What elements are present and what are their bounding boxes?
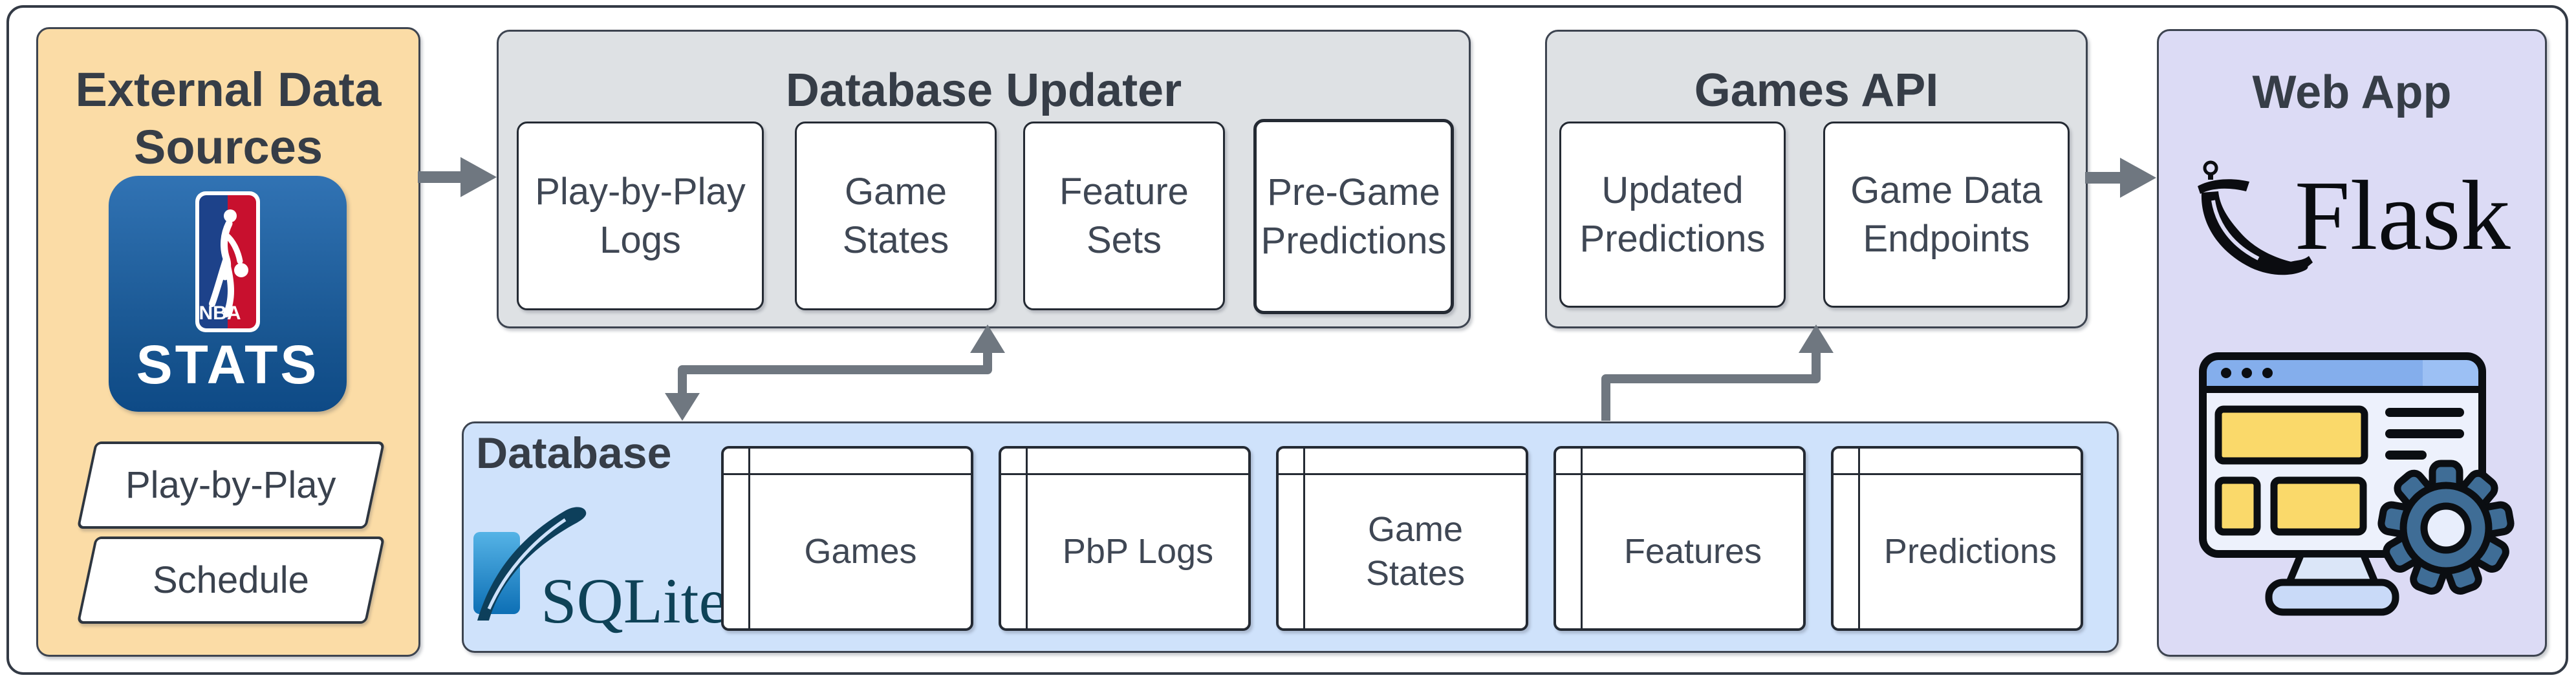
table-header-line xyxy=(1834,473,2081,475)
external-title: External Data Sources xyxy=(75,63,382,174)
web-monitor-icon xyxy=(2199,352,2515,616)
gear-icon xyxy=(2377,460,2515,595)
nba-emblem-icon: NBA xyxy=(195,191,260,332)
table-games: Games xyxy=(721,446,973,631)
table-column-line xyxy=(1858,449,1860,628)
node-updated-predictions: Updated Predictions xyxy=(1559,122,1786,308)
table-label: Predictions xyxy=(1883,531,2057,571)
games-api-title: Games API xyxy=(1694,65,1939,116)
nba-stats-logo: NBA STATS xyxy=(109,176,347,412)
flask-horn-icon xyxy=(2198,160,2313,275)
database-updater-title: Database Updater xyxy=(785,65,1182,116)
table-column-line xyxy=(748,449,750,628)
table-column-line xyxy=(1026,449,1028,628)
source-play-by-play: Play-by-Play xyxy=(76,441,385,529)
sqlite-feather-icon xyxy=(477,507,587,621)
database-title: Database xyxy=(476,429,672,478)
table-column-line xyxy=(1303,449,1305,628)
node-game-states: Game States xyxy=(795,122,997,310)
node-feature-sets: Feature Sets xyxy=(1023,122,1225,310)
flask-label: Flask xyxy=(2295,161,2511,271)
table-features: Features xyxy=(1553,446,1806,631)
table-label: Game States xyxy=(1365,510,1466,593)
table-label: PbP Logs xyxy=(1062,531,1214,571)
table-pbp-logs: PbP Logs xyxy=(999,446,1251,631)
web-app-title: Web App xyxy=(2252,67,2452,118)
table-header-line xyxy=(1001,473,1248,475)
table-label: Features xyxy=(1623,531,1762,571)
source-label: Play-by-Play xyxy=(125,464,336,506)
source-label: Schedule xyxy=(153,559,309,601)
table-predictions: Predictions xyxy=(1831,446,2083,631)
node-game-data-endpoints: Game Data Endpoints xyxy=(1823,122,2070,308)
node-play-by-play-logs: Play-by-Play Logs xyxy=(517,122,764,310)
table-column-line xyxy=(1581,449,1583,628)
table-game-states: Game States xyxy=(1276,446,1528,631)
browser-dots-icon xyxy=(2221,368,2273,378)
sqlite-label: SQLite xyxy=(541,565,728,637)
table-header-line xyxy=(1556,473,1803,475)
node-pre-game-predictions: Pre-Game Predictions xyxy=(1253,119,1454,314)
source-schedule: Schedule xyxy=(76,537,385,624)
nba-emblem-label: NBA xyxy=(199,303,241,324)
table-label: Games xyxy=(804,531,917,571)
table-header-line xyxy=(1279,473,1526,475)
nba-stats-caption: STATS xyxy=(136,334,319,395)
table-header-line xyxy=(724,473,971,475)
